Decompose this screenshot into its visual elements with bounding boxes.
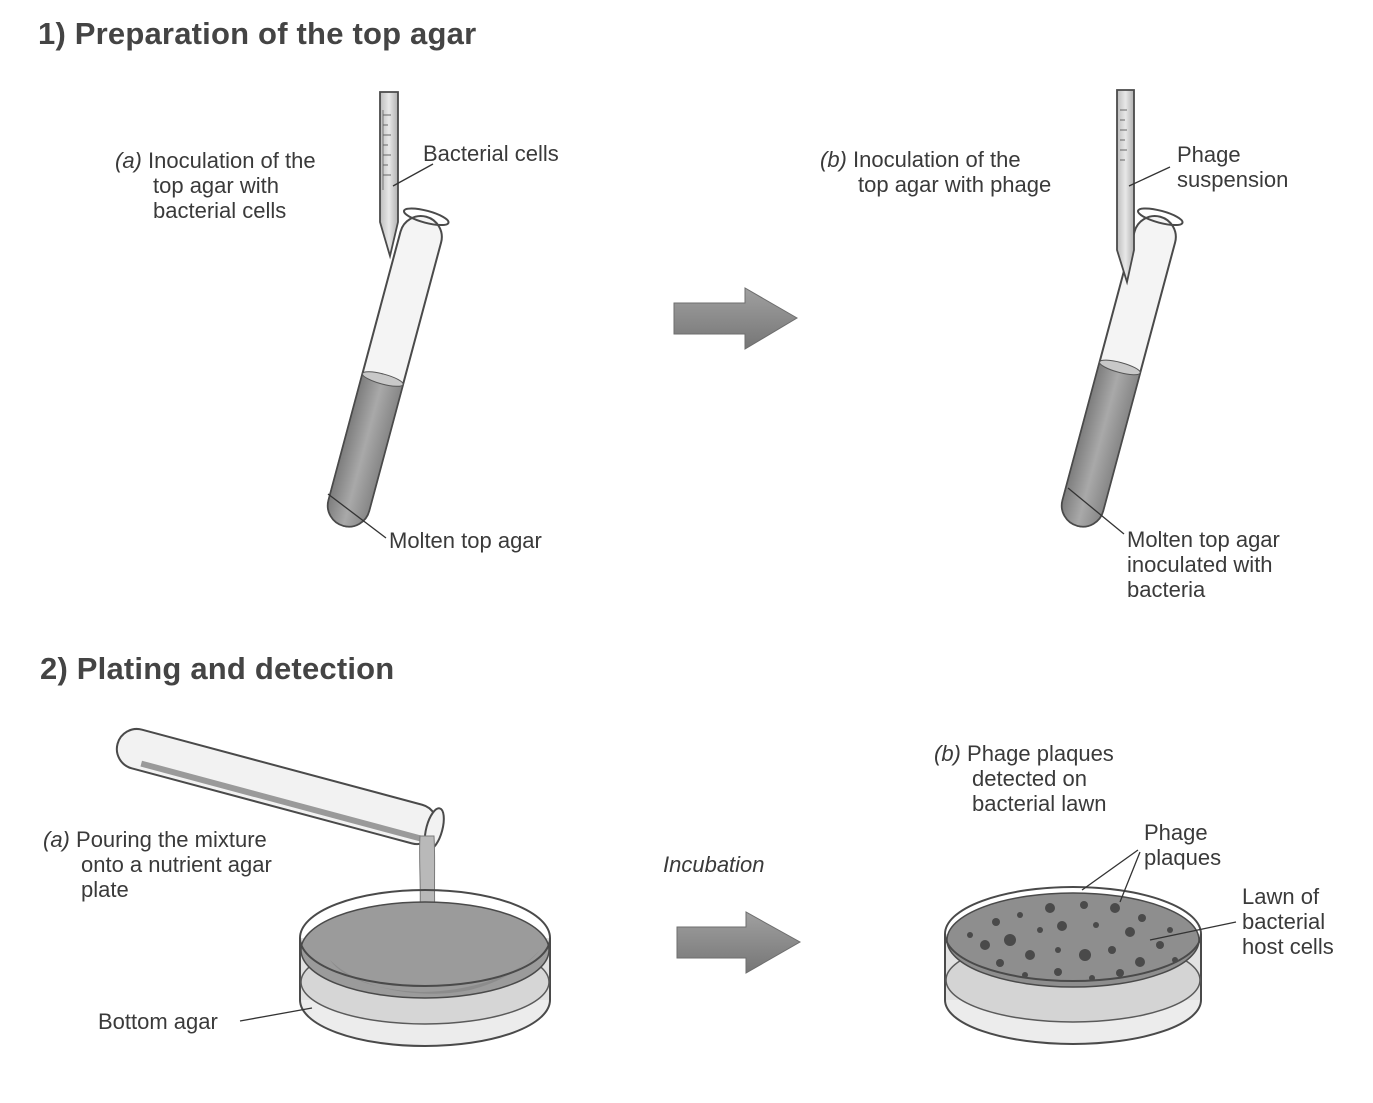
step-2b-line-2: detected on [972, 766, 1087, 791]
petri-dish-pouring [299, 889, 551, 1047]
label-incubation: Incubation [663, 852, 765, 877]
label-phage-suspension: Phage suspension [1177, 142, 1288, 192]
section-2-title: 2) Plating and detection [40, 651, 395, 686]
leader-plaque-2 [1119, 851, 1141, 903]
label-bacterial-cells: Bacterial cells [423, 141, 559, 166]
leader-bottom-agar [239, 1007, 313, 1022]
arrow-step1 [673, 287, 798, 350]
step-1a-caption: (a) Inoculation of the top agar with bac… [115, 148, 316, 223]
label-lawn-line-1: Lawn of [1242, 884, 1320, 909]
leader-plaque-1 [1081, 849, 1139, 891]
label-lawn: Lawn of bacterial host cells [1242, 884, 1334, 959]
label-molten-top-agar: Molten top agar [389, 528, 542, 553]
step-2a-line-1: Pouring the mixture [76, 827, 267, 852]
leader-lawn [1149, 921, 1237, 941]
label-lawn-line-3: host cells [1242, 934, 1334, 959]
step-2b-caption: (b) Phage plaques detected on bacterial … [934, 741, 1114, 816]
pipette-bacterial-cells [379, 91, 399, 260]
test-tube-phage [1060, 207, 1184, 528]
label-molten-inoculated-line-1: Molten top agar [1127, 527, 1280, 552]
leader-molten-top-agar [327, 493, 387, 539]
step-1a-line-2: top agar with [153, 173, 279, 198]
label-bottom-agar: Bottom agar [98, 1009, 218, 1034]
step-2b-tag: (b) [934, 741, 961, 766]
step-2b-line-3: bacterial lawn [972, 791, 1107, 816]
step-1b-tag: (b) [820, 147, 847, 172]
arrow-step2 [676, 911, 802, 974]
step-1b-line-2: top agar with phage [858, 172, 1052, 197]
step-2a-tag: (a) [43, 827, 70, 852]
label-phage-suspension-line-1: Phage [1177, 142, 1241, 167]
label-molten-inoculated-line-2: inoculated with [1127, 552, 1273, 577]
label-molten-inoculated-line-3: bacteria [1127, 577, 1206, 602]
label-phage-plaques-line-1: Phage [1144, 820, 1208, 845]
step-2a-line-3: plate [81, 877, 129, 902]
step-1b-line-1: Inoculation of the [853, 147, 1021, 172]
step-2b-line-1: Phage plaques [967, 741, 1114, 766]
step-1a-line-1: Inoculation of the [148, 148, 316, 173]
label-lawn-line-2: bacterial [1242, 909, 1326, 934]
step-1b-caption: (b) Inoculation of the top agar with pha… [820, 147, 1051, 197]
petri-dish-plaques [944, 886, 1202, 1045]
label-molten-inoculated: Molten top agar inoculated with bacteria [1127, 527, 1280, 602]
leader-bacterial-cells [392, 163, 434, 187]
step-1a-tag: (a) [115, 148, 142, 173]
leader-phage-suspension [1128, 166, 1171, 187]
leader-molten-inoculated [1067, 487, 1125, 535]
pouring-tube [115, 727, 445, 851]
section-1-title: 1) Preparation of the top agar [38, 16, 477, 51]
step-2a-line-2: onto a nutrient agar [81, 852, 272, 877]
test-tube-bacteria [326, 207, 450, 528]
label-phage-suspension-line-2: suspension [1177, 167, 1289, 192]
step-1a-line-3: bacterial cells [153, 198, 287, 223]
label-phage-plaques: Phage plaques [1144, 820, 1221, 870]
label-phage-plaques-line-2: plaques [1144, 845, 1222, 870]
pipette-phage [1116, 89, 1135, 286]
step-2a-caption: (a) Pouring the mixture onto a nutrient … [43, 827, 272, 902]
plaque-spots [967, 901, 1178, 981]
